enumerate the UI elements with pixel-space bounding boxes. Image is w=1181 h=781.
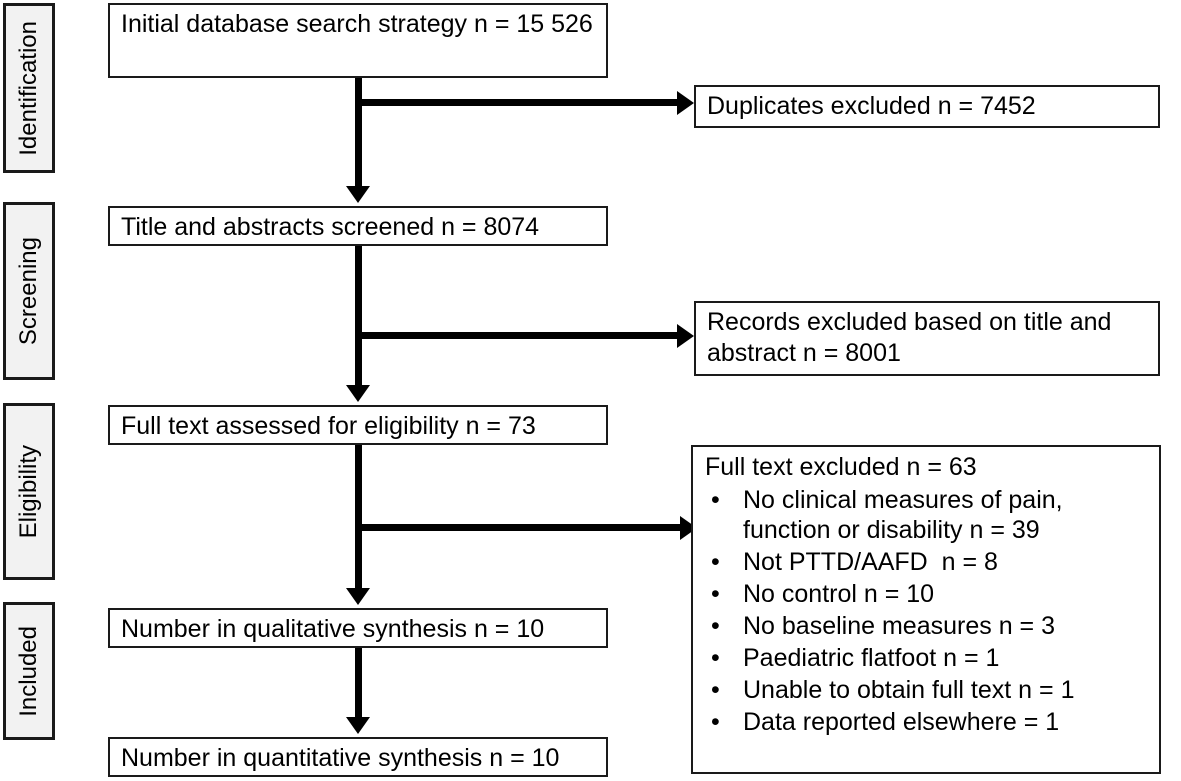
list-item: • No control n = 10: [705, 579, 1153, 609]
flow-box-duplicates-excluded: Duplicates excluded n = 7452: [694, 85, 1160, 128]
connector-line-identification-to-screening: [355, 78, 362, 186]
flow-box-records-screened: Title and abstracts screened n = 8074: [108, 206, 608, 246]
connector-line-to-full-text-excluded: [355, 524, 680, 531]
stage-label-included-text: Included: [15, 625, 42, 717]
flow-box-full-text-assessed: Full text assessed for eligibility n = 7…: [108, 405, 608, 445]
bullet-icon: •: [711, 643, 720, 672]
stage-label-eligibility: Eligibility: [3, 403, 55, 580]
list-item-text: Data reported elsewhere = 1: [743, 707, 1060, 736]
flow-box-full-text-assessed-text: Full text assessed for eligibility n = 7…: [121, 412, 536, 440]
flow-box-quantitative-synthesis-text: Number in quantitative synthesis n = 10: [121, 744, 560, 772]
list-item: • No clinical measures of pain, function…: [705, 485, 1153, 545]
bullet-icon: •: [711, 707, 720, 736]
arrow-right-to-records-excluded: [677, 324, 694, 348]
connector-line-to-duplicates: [355, 99, 677, 106]
flow-box-records-excluded-text: Records excluded based on title and abst…: [707, 308, 1119, 367]
list-item-text: Unable to obtain full text n = 1: [743, 675, 1075, 704]
flow-box-qualitative-synthesis: Number in qualitative synthesis n = 10: [108, 608, 608, 648]
stage-label-screening: Screening: [3, 202, 55, 380]
list-item-text: Not PTTD/AAFD n = 8: [743, 547, 998, 576]
flow-box-records-screened-text: Title and abstracts screened n = 8074: [121, 213, 540, 241]
list-item-text: No clinical measures of pain, function o…: [743, 485, 1070, 544]
list-item-text: No baseline measures n = 3: [743, 611, 1055, 640]
list-item: • Data reported elsewhere = 1: [705, 707, 1153, 737]
full-text-excluded-reason-list: • No clinical measures of pain, function…: [705, 485, 1153, 737]
connector-line-to-records-excluded: [355, 332, 677, 339]
list-item-text: Paediatric flatfoot n = 1: [743, 643, 1000, 672]
list-item: • Not PTTD/AAFD n = 8: [705, 547, 1153, 577]
flow-box-records-identified-text: Initial database search strategy n = 15 …: [121, 10, 593, 38]
bullet-icon: •: [711, 579, 720, 608]
connector-line-eligibility-to-included: [355, 445, 362, 588]
flow-box-records-excluded: Records excluded based on title and abst…: [694, 301, 1160, 376]
flow-box-records-identified: Initial database search strategy n = 15 …: [108, 3, 608, 78]
arrow-down-to-quantitative: [346, 717, 370, 734]
stage-label-identification-text: Identification: [15, 20, 42, 156]
connector-line-qualitative-to-quantitative: [355, 648, 362, 717]
connector-line-screening-to-eligibility: [355, 246, 362, 385]
list-item: • Paediatric flatfoot n = 1: [705, 643, 1153, 673]
bullet-icon: •: [711, 675, 720, 704]
arrow-down-to-full-text: [346, 385, 370, 402]
stage-label-screening-text: Screening: [15, 236, 42, 346]
stage-label-eligibility-text: Eligibility: [15, 444, 42, 539]
bullet-icon: •: [711, 547, 720, 576]
bullet-icon: •: [711, 485, 720, 514]
arrow-down-to-qualitative: [346, 588, 370, 605]
list-item: • Unable to obtain full text n = 1: [705, 675, 1153, 705]
bullet-icon: •: [711, 611, 720, 640]
flow-box-duplicates-excluded-text: Duplicates excluded n = 7452: [707, 92, 1036, 120]
list-item-text: No control n = 10: [743, 579, 935, 608]
stage-label-identification: Identification: [3, 3, 55, 173]
flow-box-qualitative-synthesis-text: Number in qualitative synthesis n = 10: [121, 615, 545, 643]
arrow-right-to-duplicates: [677, 91, 694, 115]
arrow-down-to-screening: [346, 186, 370, 203]
flow-box-quantitative-synthesis: Number in quantitative synthesis n = 10: [108, 737, 608, 777]
full-text-excluded-heading: Full text excluded n = 63: [705, 453, 977, 481]
flow-box-full-text-excluded: Full text excluded n = 63 • No clinical …: [691, 445, 1161, 774]
list-item: • No baseline measures n = 3: [705, 611, 1153, 641]
stage-label-included: Included: [3, 602, 55, 740]
